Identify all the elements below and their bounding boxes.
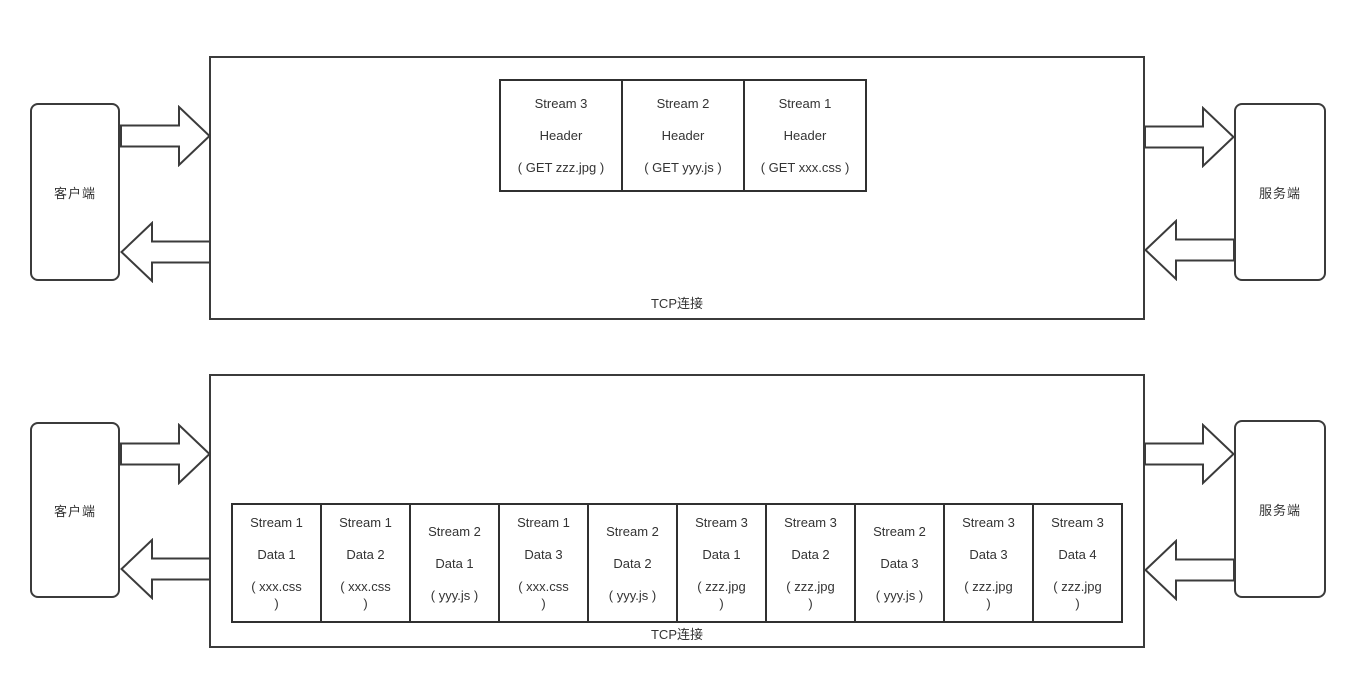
frame-detail: ( GET yyy.js ) — [644, 160, 722, 175]
client-label: 客户端 — [53, 503, 96, 519]
response-arrow-left-icon — [1144, 539, 1235, 601]
frame-stream: Stream 2 — [873, 523, 926, 539]
frame-kind: Data 1 — [257, 547, 296, 562]
frame-kind: Header — [661, 128, 705, 143]
tcp-connection-label: TCP连接 — [650, 627, 703, 642]
frame-cell: Stream 2 Header ( GET yyy.js ) — [621, 79, 745, 192]
frame-stream: Stream 2 — [606, 523, 659, 539]
response-arrow-left-icon — [120, 221, 211, 283]
frame-detail: ( yyy.js ) — [430, 587, 479, 603]
frame-stream: Stream 3 — [784, 515, 837, 530]
client-label: 客户端 — [53, 185, 96, 201]
top-server-box: 服务端 — [1234, 103, 1326, 281]
frame-stream: Stream 3 — [695, 515, 748, 530]
frame-detail: ( GET zzz.jpg ) — [517, 160, 605, 175]
frame-cell: Stream 3 Data 3 ( zzz.jpg ) — [943, 503, 1034, 623]
frame-cell: Stream 1 Data 2 ( xxx.css ) — [320, 503, 411, 623]
frame-cell: Stream 1 Data 1 ( xxx.css ) — [231, 503, 322, 623]
server-label: 服务端 — [1258, 185, 1301, 201]
frame-stream: Stream 3 — [1051, 515, 1104, 530]
top-header-frame-strip: Stream 3 Header ( GET zzz.jpg ) Stream 2… — [499, 79, 867, 192]
frame-detail: ( yyy.js ) — [875, 587, 924, 603]
response-arrow-left-icon — [120, 538, 211, 600]
frame-kind: Data 2 — [791, 547, 830, 562]
frame-cell: Stream 3 Header ( GET zzz.jpg ) — [499, 79, 623, 192]
frame-cell: Stream 1 Data 3 ( xxx.css ) — [498, 503, 589, 623]
frame-stream: Stream 1 — [778, 96, 832, 111]
frame-detail: ( GET xxx.css ) — [760, 160, 850, 175]
frame-detail: ( zzz.jpg ) — [964, 579, 1013, 611]
frame-kind: Data 1 — [702, 547, 741, 562]
request-arrow-right-icon — [120, 423, 211, 485]
frame-cell: Stream 1 Header ( GET xxx.css ) — [743, 79, 867, 192]
server-label: 服务端 — [1258, 502, 1301, 518]
request-arrow-right-icon — [1144, 106, 1235, 168]
frame-kind: Data 3 — [969, 547, 1008, 562]
frame-detail: ( xxx.css ) — [251, 579, 302, 611]
frame-stream: Stream 1 — [517, 515, 570, 530]
response-arrow-left-icon — [1144, 219, 1235, 281]
frame-stream: Stream 2 — [656, 96, 710, 111]
frame-detail: ( zzz.jpg ) — [697, 579, 746, 611]
tcp-connection-label: TCP连接 — [650, 296, 703, 311]
frame-cell: Stream 3 Data 4 ( zzz.jpg ) — [1032, 503, 1123, 623]
request-arrow-right-icon — [120, 105, 211, 167]
frame-kind: Data 3 — [880, 555, 919, 571]
top-client-box: 客户端 — [30, 103, 120, 281]
frame-kind: Data 4 — [1058, 547, 1097, 562]
frame-detail: ( xxx.css ) — [340, 579, 391, 611]
frame-stream: Stream 1 — [339, 515, 392, 530]
bottom-client-box: 客户端 — [30, 422, 120, 598]
frame-detail: ( zzz.jpg ) — [786, 579, 835, 611]
frame-cell: Stream 2 Data 2 ( yyy.js ) — [587, 503, 678, 623]
bottom-server-box: 服务端 — [1234, 420, 1326, 598]
frame-cell: Stream 2 Data 1 ( yyy.js ) — [409, 503, 500, 623]
frame-stream: Stream 2 — [428, 523, 481, 539]
frame-kind: Data 1 — [435, 555, 474, 571]
frame-kind: Data 2 — [346, 547, 385, 562]
request-arrow-right-icon — [1144, 423, 1235, 485]
frame-stream: Stream 3 — [534, 96, 588, 111]
frame-detail: ( zzz.jpg ) — [1053, 579, 1102, 611]
frame-cell: Stream 3 Data 2 ( zzz.jpg ) — [765, 503, 856, 623]
frame-kind: Data 2 — [613, 555, 652, 571]
frame-kind: Data 3 — [524, 547, 563, 562]
frame-stream: Stream 3 — [962, 515, 1015, 530]
frame-cell: Stream 2 Data 3 ( yyy.js ) — [854, 503, 945, 623]
frame-stream: Stream 1 — [250, 515, 303, 530]
frame-detail: ( xxx.css ) — [518, 579, 569, 611]
frame-kind: Header — [539, 128, 583, 143]
frame-detail: ( yyy.js ) — [608, 587, 657, 603]
frame-cell: Stream 3 Data 1 ( zzz.jpg ) — [676, 503, 767, 623]
bottom-data-frame-strip: Stream 1 Data 1 ( xxx.css ) Stream 1 Dat… — [231, 503, 1123, 623]
frame-kind: Header — [783, 128, 827, 143]
